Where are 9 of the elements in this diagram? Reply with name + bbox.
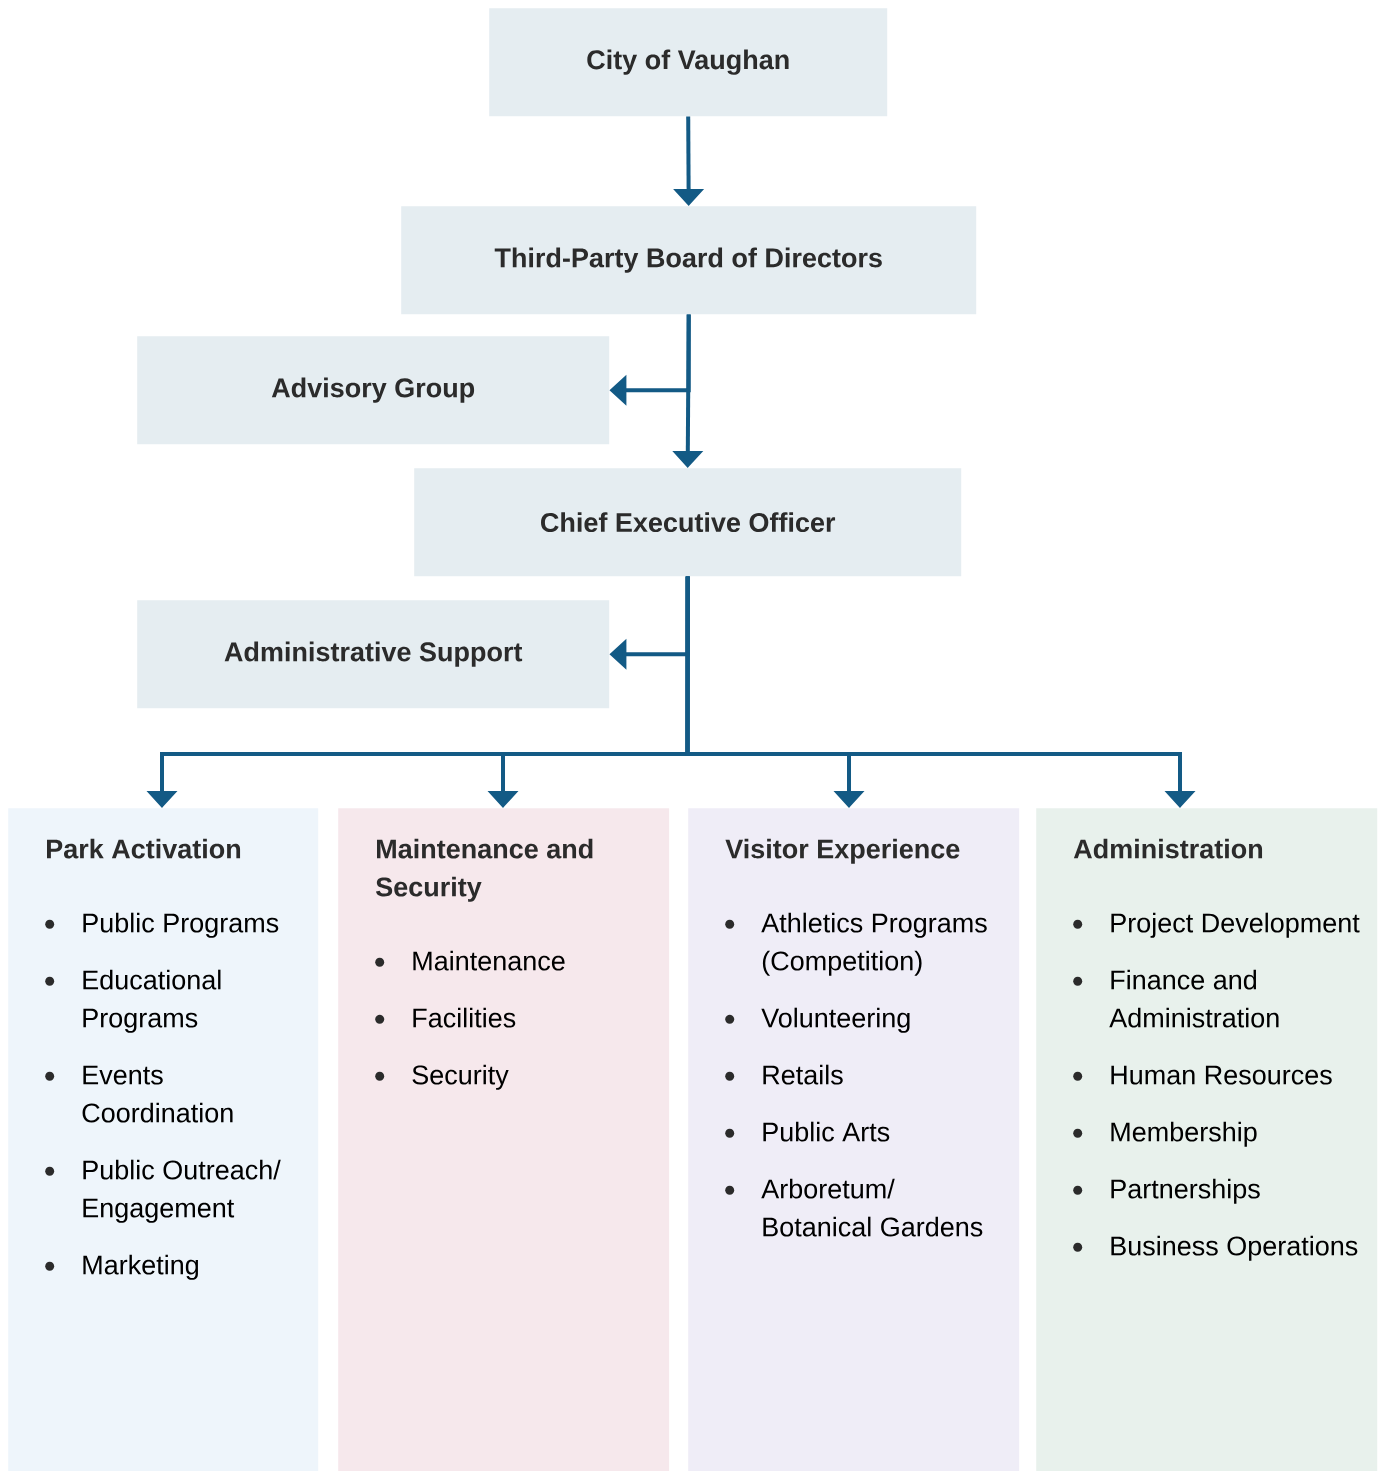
department-panel: Administration Project Development Finance and Administration Human Resources Membership Partnerships Business Operations xyxy=(1036,808,1378,1471)
org-box: Advisory Group xyxy=(137,336,610,445)
org-box: Administrative Support xyxy=(137,600,610,709)
department-panel: Visitor Experience Athletics Programs (Competition) Volunteering Retails Public Arts Arboretum/ Botanical Gardens xyxy=(688,808,1020,1471)
department-panel: Maintenance and Security Maintenance Facilities Security xyxy=(338,808,670,1471)
org-box: Chief Executive Officer xyxy=(414,468,962,577)
department-panel: Park Activation Public Programs Educational Programs Events Coordination Public Outreach/ Engagement Marketing xyxy=(8,808,319,1471)
org-box: Third-Party Board of Directors xyxy=(401,206,977,315)
org-box: City of Vaughan xyxy=(489,8,888,117)
